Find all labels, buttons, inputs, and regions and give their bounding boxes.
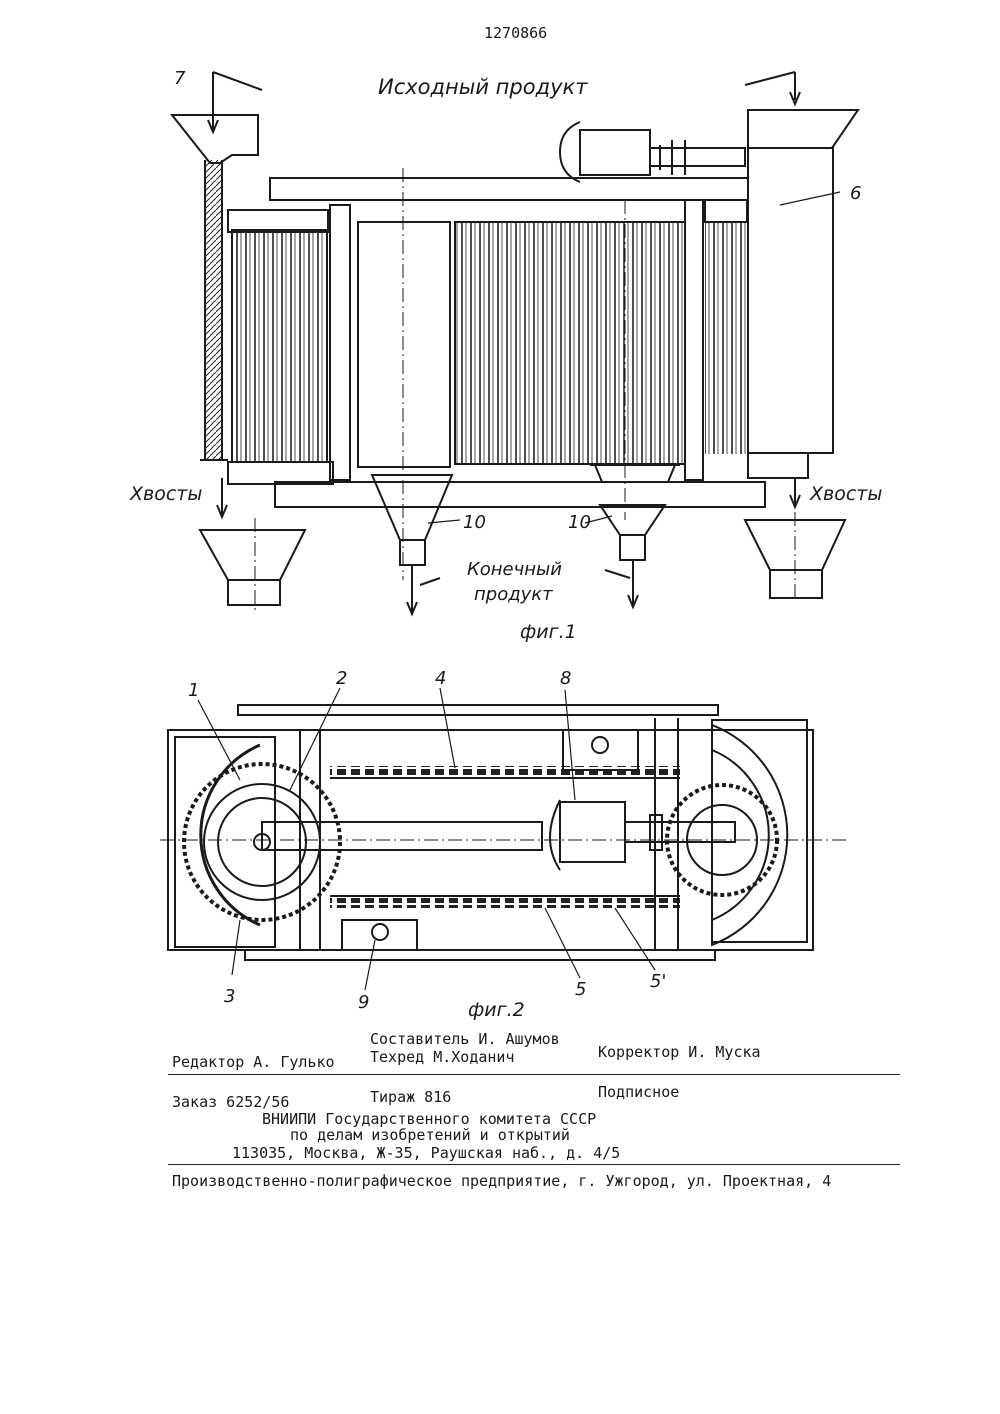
fig2-ref-5: 5 [575, 979, 586, 1000]
org-line-2: по делам изобретений и открытий [290, 1126, 570, 1144]
fig2-ref-4: 4 [435, 668, 446, 689]
circulation-line: Тираж 816 [370, 1088, 451, 1106]
fig1-ref-6: 6 [850, 183, 861, 204]
fig1-ref-7: 7 [174, 68, 186, 89]
divider-top [168, 1074, 900, 1075]
figure-1 [172, 72, 858, 614]
editor-line: Редактор А. Гулько [172, 1053, 335, 1071]
fig1-caption: фиг.1 [520, 621, 577, 643]
patent-number: 1270866 [484, 24, 547, 42]
fig1-output-line1: Конечный [467, 559, 562, 580]
fig2-ref-8: 8 [560, 668, 571, 689]
hopper-7 [172, 115, 258, 163]
figure-2 [160, 688, 850, 990]
fig2-ref-5p: 5' [650, 971, 666, 992]
fig2-ref-3: 3 [224, 986, 235, 1007]
techred-line: Техред М.Ходанич [370, 1048, 515, 1066]
fig1-ref-10a: 10 [463, 512, 486, 533]
fig1-input-label: Исходный продукт [378, 75, 588, 99]
compiler-line: Составитель И. Ашумов [370, 1030, 560, 1048]
fig2-caption: фиг.2 [468, 999, 525, 1021]
fig2-ref-2: 2 [336, 668, 347, 689]
address-line: 113035, Москва, Ж-35, Раушская наб., д. … [232, 1144, 620, 1162]
fig1-output-line2: продукт [474, 584, 553, 605]
fig1-tails-right: Хвосты [809, 483, 882, 505]
fig2-ref-9: 9 [358, 992, 369, 1013]
corrector-line: Корректор И. Муска [598, 1043, 761, 1061]
fig1-tails-left: Хвосты [129, 483, 202, 505]
fig1-ref-10b: 10 [568, 512, 591, 533]
divider-bottom [168, 1164, 900, 1165]
printer-line: Производственно-полиграфическое предприя… [172, 1172, 831, 1190]
subscription-line: Подписное [598, 1083, 679, 1101]
fig2-ref-1: 1 [188, 680, 199, 701]
order-line: Заказ 6252/56 [172, 1093, 289, 1111]
